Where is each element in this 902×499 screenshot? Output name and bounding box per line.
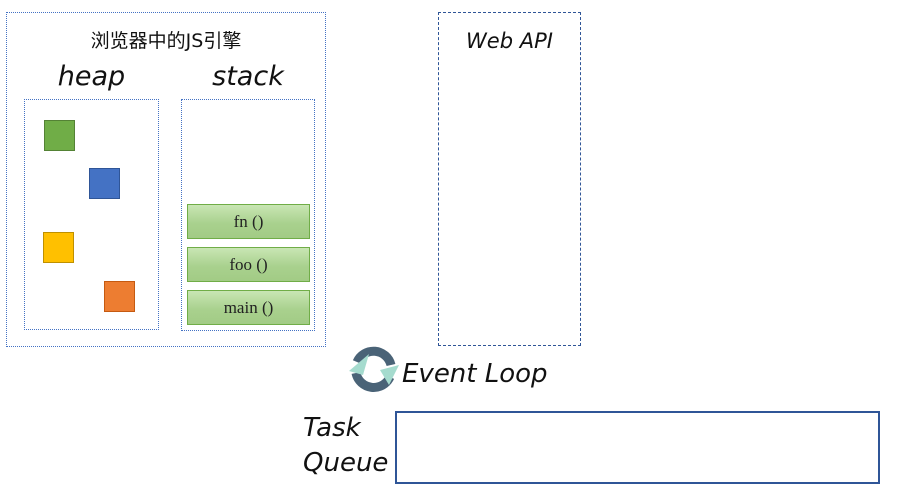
event-loop-label: Event Loop [402,358,548,389]
stack-frames: fn () foo () main () [187,204,310,325]
heap-object-green [44,120,75,151]
stack-frame-foo: foo () [187,247,310,282]
task-queue-panel [395,411,880,484]
js-engine-title: 浏览器中的JS引擎 [90,30,242,52]
heap-panel [24,99,159,330]
js-engine-panel: 浏览器中的JS引擎 heap stack fn () foo () main (… [6,12,326,347]
stack-frame-fn: fn () [187,204,310,239]
heap-object-yellow [43,232,74,263]
task-queue-label-line2: Queue [303,448,389,478]
heap-object-orange [104,281,135,312]
stack-frame-main: main () [187,290,310,325]
task-queue-label-line1: Task [303,413,361,443]
stack-panel: fn () foo () main () [181,99,315,331]
heap-label: heap [57,61,126,92]
heap-object-blue [89,168,120,199]
web-api-title: Web API [466,29,553,53]
web-api-panel: Web API [438,12,581,346]
refresh-cycle-icon [346,341,400,400]
task-queue-label: Task Queue [303,411,388,481]
stack-label: stack [212,61,284,92]
event-loop: Event Loop [346,341,548,400]
